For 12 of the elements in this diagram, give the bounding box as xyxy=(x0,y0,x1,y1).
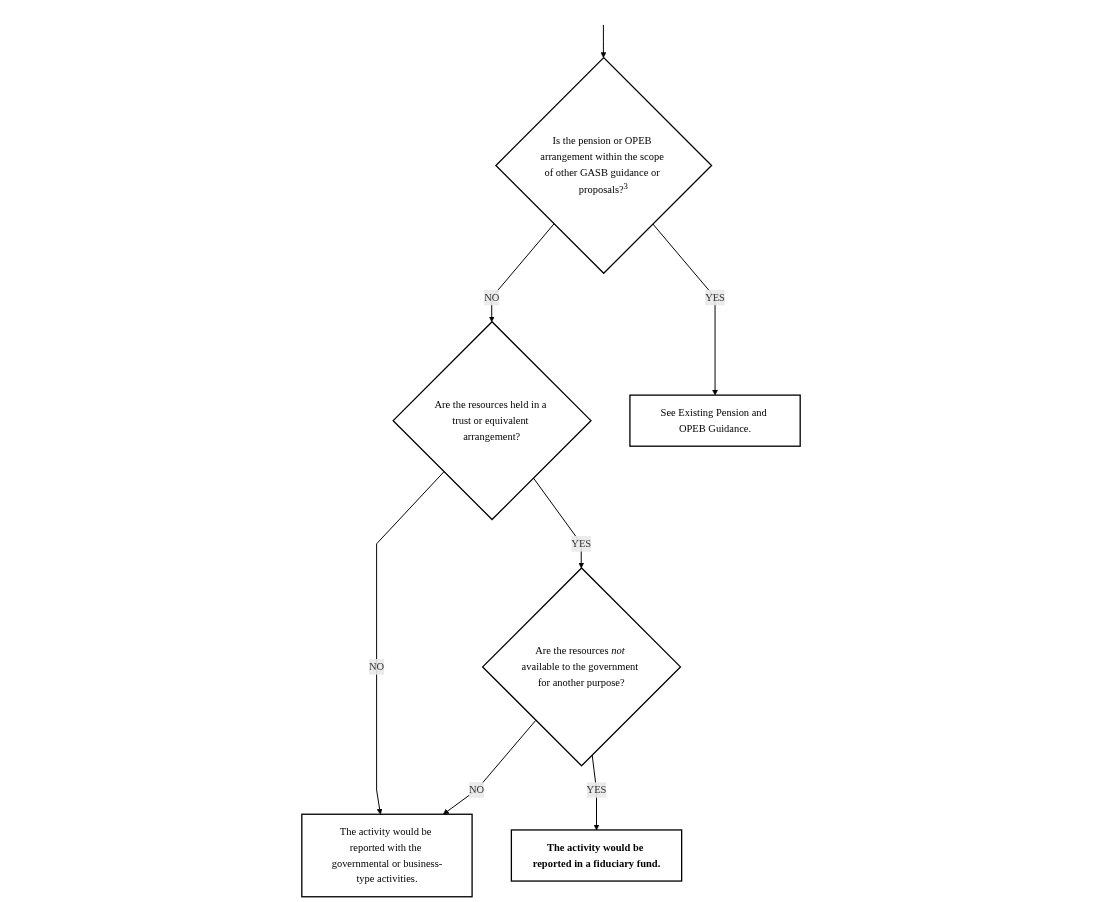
edge-label: YES xyxy=(571,537,592,550)
edge-label: NO xyxy=(468,784,485,796)
edge-label: YES xyxy=(705,291,725,303)
node-box: The activity would be reported with the governmental or business-type activities. xyxy=(301,813,473,898)
edge-label: NO xyxy=(369,661,385,673)
node-diamond: Are the resources not available to the government for another purpose? xyxy=(481,567,682,767)
node-diamond: Are the resources held in a trust or equivalent arrangement? xyxy=(392,320,592,521)
node-diamond: Is the pension or OPEB arrangement within the scope of other GASB guidance or proposals?$^{3}$ xyxy=(494,56,713,275)
edge-label: NO xyxy=(484,291,500,303)
edge-label: YES xyxy=(586,784,607,796)
node-box: See Existing Pension and OPEB Guidance. xyxy=(629,394,801,447)
node-box: The activity would be reported in a fiduciary fund. xyxy=(510,829,683,882)
